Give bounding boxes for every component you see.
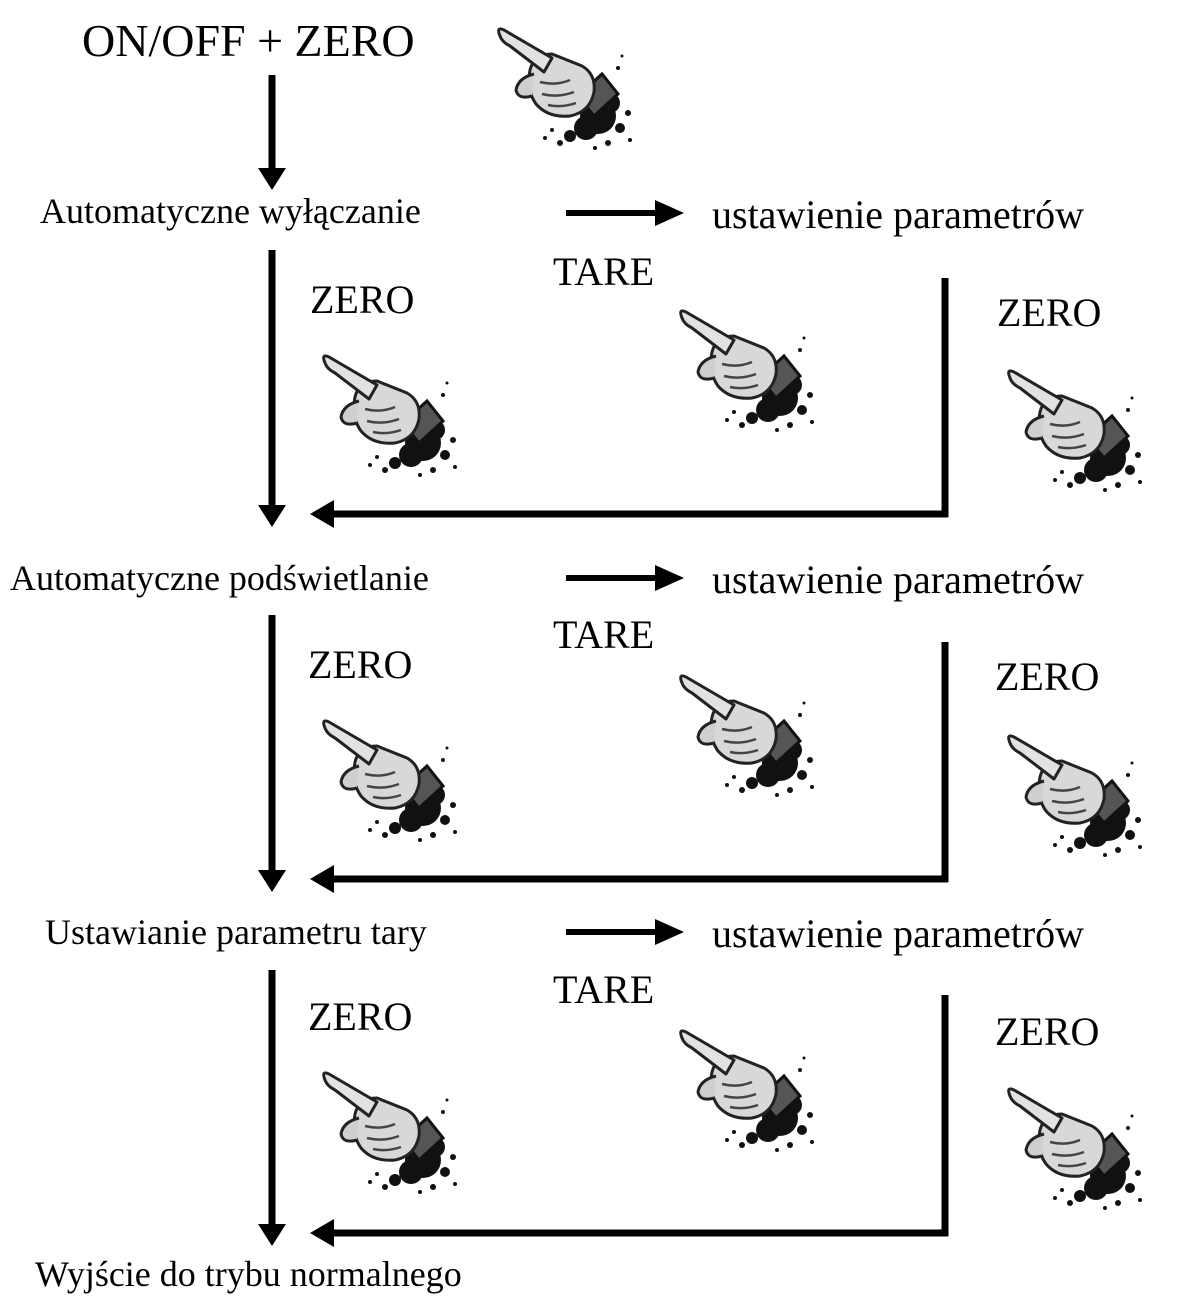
pointing-hand-icon xyxy=(1000,715,1150,865)
pointing-hand-icon xyxy=(315,700,465,850)
step3-param-label: ustawienie parametrów xyxy=(712,911,1085,956)
pointing-hand-icon xyxy=(490,8,640,158)
step3-param-arrowhead xyxy=(655,919,684,945)
step1-return-arrowhead xyxy=(310,500,334,528)
step1-tare-label: TARE xyxy=(553,249,655,294)
pointing-hand-icon xyxy=(672,290,822,440)
step2-down-arrowhead xyxy=(258,870,286,892)
pointing-hand-icon xyxy=(1000,1068,1150,1218)
step3-label: Ustawianie parametru tary xyxy=(45,912,427,952)
step3-zero-left-label: ZERO xyxy=(308,994,413,1039)
step3-zero-right-label: ZERO xyxy=(995,1009,1100,1054)
step1-down-arrowhead xyxy=(258,505,286,527)
step2-param-arrowhead xyxy=(655,565,684,591)
pointing-hand-icon xyxy=(315,1052,465,1202)
step2-label: Automatyczne podświetlanie xyxy=(10,558,429,598)
end-label: Wyjście do trybu normalnego xyxy=(35,1254,462,1294)
step1-param-arrowhead xyxy=(655,200,684,226)
step2-param-label: ustawienie parametrów xyxy=(712,557,1085,602)
pointing-hand-icon xyxy=(315,335,465,485)
step2-tare-label: TARE xyxy=(553,612,655,657)
pointing-hand-icon xyxy=(672,1010,822,1160)
step1-param-label: ustawienie parametrów xyxy=(712,192,1085,237)
step3-down-arrowhead xyxy=(258,1224,286,1246)
pointing-hand-icon xyxy=(672,655,822,805)
step1-zero-right-label: ZERO xyxy=(997,290,1102,335)
start-label: ON/OFF + ZERO xyxy=(82,15,415,66)
start-arrowhead xyxy=(258,168,286,190)
step2-return-arrowhead xyxy=(310,865,334,893)
step1-label: Automatyczne wyłączanie xyxy=(40,191,421,231)
step3-tare-label: TARE xyxy=(553,967,655,1012)
step1-zero-left-label: ZERO xyxy=(310,277,415,322)
pointing-hand-icon xyxy=(1000,350,1150,500)
step3-return-arrowhead xyxy=(310,1219,334,1247)
step2-zero-left-label: ZERO xyxy=(308,642,413,687)
step2-zero-right-label: ZERO xyxy=(995,654,1100,699)
